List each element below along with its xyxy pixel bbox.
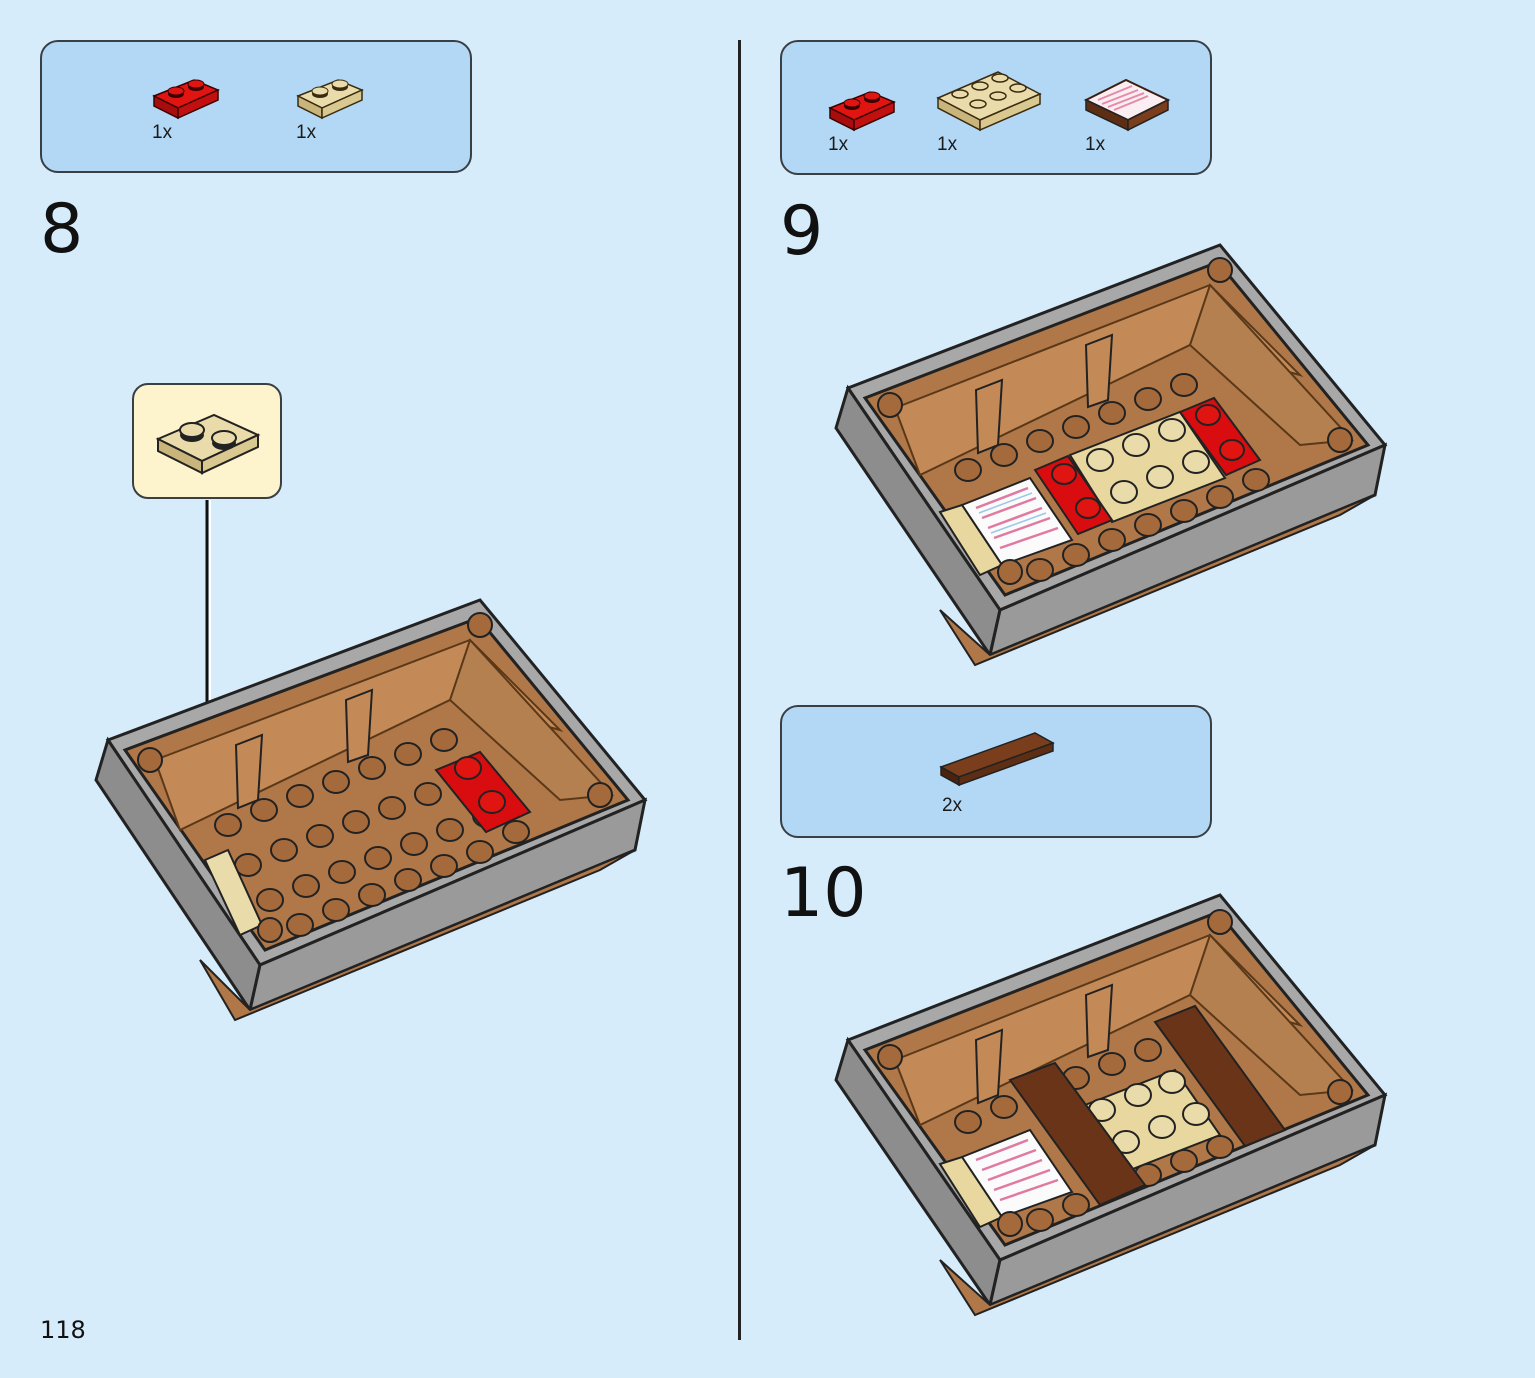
step-number: 9	[780, 192, 824, 271]
step-9-parts-box: 1x 1x 1x	[780, 40, 1212, 175]
part-qty: 1x	[1085, 134, 1106, 155]
part-qty: 1x	[937, 134, 958, 155]
tan-plate-1x2-icon	[296, 79, 364, 120]
step-9-model	[834, 243, 1388, 667]
step-8-callout	[132, 383, 282, 499]
printed-tile-2x2-icon	[1083, 78, 1171, 132]
red-plate-1x2-icon	[152, 79, 220, 120]
red-plate-1x2-icon	[828, 91, 896, 132]
page-divider	[738, 40, 741, 1340]
tan-plate-2x3-icon	[936, 71, 1042, 132]
step-10-parts-box: 2x	[780, 705, 1212, 838]
step-8-parts-box: 1x 1x	[40, 40, 472, 173]
step-number: 10	[780, 854, 867, 933]
part-qty: 1x	[296, 122, 317, 143]
step-8-model	[94, 500, 648, 1022]
step-number: 8	[40, 190, 84, 269]
part-qty: 1x	[152, 122, 173, 143]
step-10-model	[834, 893, 1388, 1317]
brown-tile-1x6-icon	[939, 732, 1055, 787]
tan-plate-1x2-icon	[155, 413, 261, 475]
page-number: 118	[40, 1316, 86, 1344]
part-qty: 2x	[942, 795, 963, 816]
part-qty: 1x	[828, 134, 849, 155]
